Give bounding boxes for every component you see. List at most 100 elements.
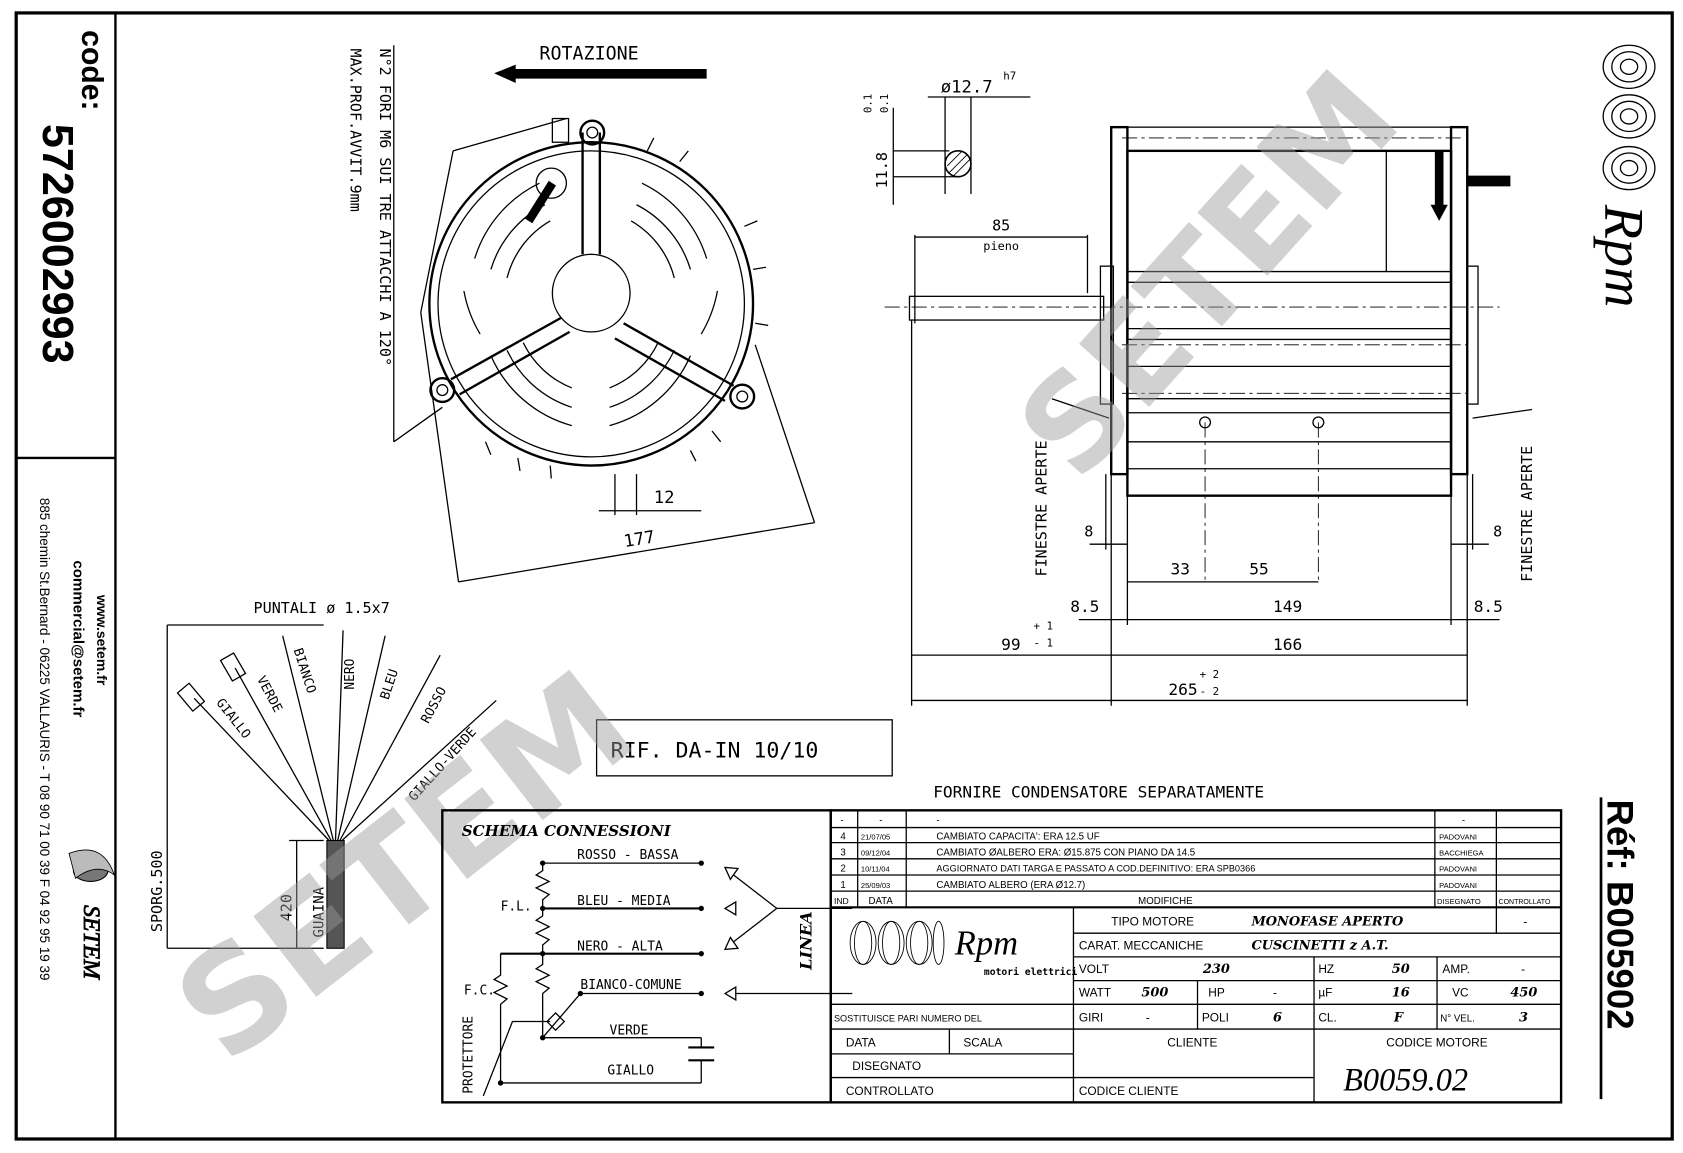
ref-code: Réf: B005902 (1599, 800, 1640, 1030)
rev-ind: 3 (840, 848, 845, 859)
website: www.setem.fr (94, 594, 110, 686)
dimension-12: 12 (654, 488, 675, 508)
mounting-note-2: MAX.PROF.AVVIT.9mm (347, 48, 365, 211)
wire-label-bleu: BLEU (378, 667, 402, 701)
uf-value: 16 (1392, 986, 1410, 1001)
amp-value: - (1521, 962, 1525, 976)
cliente-label: CLIENTE (1167, 1035, 1217, 1049)
watt-label: WATT (1079, 986, 1111, 1000)
dimension-8-left: 8 (1084, 523, 1093, 541)
dimension-85: 85 (992, 217, 1010, 235)
tipo-motore-label: TIPO MOTORE (1111, 915, 1194, 929)
pieno-label: pieno (983, 239, 1019, 253)
dimension-265-minus: - 2 (1200, 685, 1219, 698)
rev-ind: 1 (840, 880, 845, 891)
schema-fl: F.L. (501, 900, 532, 915)
rev-data: - (879, 815, 882, 826)
schema-verde: VERDE (610, 1023, 649, 1038)
header-controllato: CONTROLLATO (1499, 899, 1551, 906)
rev-modifiche: CAMBIATO CAPACITA': ERA 12.5 UF (936, 831, 1099, 842)
code-box: code: 5726002993 (33, 30, 108, 363)
vc-value: 450 (1510, 986, 1537, 1001)
finestre-aperte-right: FINESTRE APERTE (1518, 446, 1536, 582)
rev-ind: 2 (840, 864, 845, 875)
codice-cliente-label: CODICE CLIENTE (1079, 1084, 1179, 1098)
cl-label: CL. (1318, 1011, 1336, 1025)
dimension-420: 420 (277, 894, 295, 921)
sheath (326, 839, 345, 949)
watermark: SETEM (990, 43, 1428, 506)
dimension-8-right: 8 (1493, 523, 1502, 541)
hz-label: HZ (1318, 962, 1334, 976)
tipo-motore-value: MONOFASE APERTO (1250, 915, 1404, 930)
rif-box (595, 719, 893, 777)
shaft-diameter: ø12.7 (941, 78, 993, 98)
setem-logo: SETEM (68, 849, 116, 981)
finestre-aperte-left: FINESTRE APERTE (1032, 440, 1050, 576)
dimension-177: 177 (622, 528, 656, 553)
dimension-33: 33 (1171, 559, 1190, 578)
dimension-265: 265 (1168, 680, 1197, 699)
controllato-label: CONTROLLATO (846, 1084, 934, 1098)
codice-motore-value: B0059.02 (1343, 1062, 1468, 1098)
hp-value: - (1273, 986, 1277, 1000)
nvel-label: N° VEL. (1440, 1014, 1475, 1025)
flat-tol-minus: 0.1 (878, 94, 891, 113)
rpm-logo-right: Rpm (1592, 204, 1654, 308)
hp-label: HP (1208, 986, 1225, 1000)
puntali-label: PUNTALI ø 1.5x7 (254, 599, 390, 617)
schema-bleu: BLEU - MEDIA (577, 894, 671, 909)
rotation-label: ROTAZIONE (539, 43, 638, 64)
schema-protettore: PROTETTORE (462, 1016, 477, 1094)
address: 885 chemin St.Bernard - 06225 VALLAURIS … (37, 498, 52, 981)
rev-data: 25/09/03 (861, 881, 890, 890)
volt-value: 230 (1202, 962, 1230, 977)
data-label: DATA (846, 1035, 876, 1049)
nvel-value: 3 (1519, 1011, 1528, 1026)
setem-brand: SETEM (78, 905, 104, 980)
rev-disegnato: - (1462, 815, 1465, 826)
rev-data: 10/11/04 (861, 865, 890, 874)
rev-data: 09/12/04 (861, 849, 890, 858)
email: commercial@setem.fr (69, 560, 86, 717)
rpm-brand-right: Rpm Réf: B005902 (1592, 44, 1656, 1100)
dimension-8-5-right: 8.5 (1474, 597, 1503, 616)
tipo-extra: - (1523, 915, 1527, 929)
connection-schema: SCHEMA CONNESSIONI ROSSO - BASSA BLEU - … (441, 809, 853, 1104)
amp-label: AMP. (1442, 962, 1469, 976)
dimension-265-plus: + 2 (1200, 668, 1219, 681)
disegnato-label: DISEGNATO (852, 1059, 921, 1073)
shaft-tolerance: h7 (1003, 70, 1016, 83)
rpm-logo: Rpm motori elettrici (849, 920, 1078, 978)
rev-modifiche: CAMBIATO ØALBERO ERA: Ø15.875 CON PIANO … (936, 848, 1195, 859)
dimension-99-minus: - 1 (1034, 637, 1053, 650)
header-disegnato: DISEGNATO (1437, 897, 1481, 906)
sporgenza-label: SPORG.500 (148, 850, 166, 932)
logo-subtitle: motori elettrici (984, 966, 1078, 978)
dimension-99-plus: + 1 (1034, 619, 1053, 632)
schema-title: SCHEMA CONNESSIONI (462, 822, 672, 840)
code-value: 5726002993 (33, 124, 81, 364)
header-modifiche: MODIFICHE (1138, 896, 1193, 907)
rev-ind: - (840, 815, 843, 826)
poli-label: POLI (1202, 1011, 1229, 1025)
cl-value: F (1393, 1011, 1404, 1026)
logo-text: Rpm (954, 925, 1018, 963)
schema-linea: LINEA (796, 911, 815, 971)
connector-terminal (219, 652, 247, 682)
title-block: - - - - 4 21/07/05 CAMBIATO CAPACITA': E… (829, 809, 1563, 1104)
rev-modifiche: CAMBIATO ALBERO (ERA Ø12.7) (936, 880, 1085, 891)
mounting-note-1: N°2 FORI M6 SUI TRE ATTACCHI A 120° (376, 48, 394, 366)
header-ind: IND (834, 896, 849, 906)
dimension-177-line (458, 521, 815, 583)
code-label: code: (75, 30, 108, 110)
carat-value: CUSCINETTI z A.T. (1251, 938, 1388, 953)
capacitor-note: FORNIRE CONDENSATORE SEPARATAMENTE (933, 782, 1264, 801)
volt-label: VOLT (1079, 962, 1109, 976)
rev-modifiche: - (936, 815, 939, 826)
sheet-border (14, 11, 1674, 1141)
rev-disegnato: PADOVANI (1439, 865, 1477, 874)
dimension-149: 149 (1273, 597, 1302, 616)
poli-value: 6 (1273, 1011, 1282, 1026)
